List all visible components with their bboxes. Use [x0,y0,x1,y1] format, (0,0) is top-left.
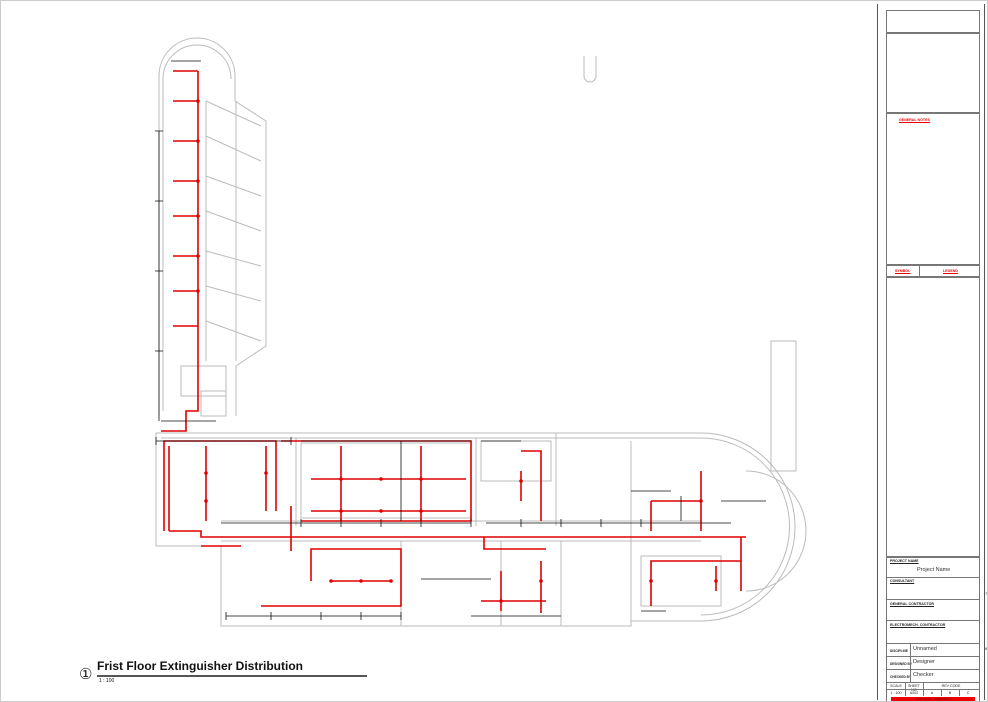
project-name-label: PROJECT NAME [890,559,919,563]
general-notes-label: GENERAL NOTES [899,118,930,122]
view-number: ① [79,666,93,683]
discipline-label: DISCIPLINE [890,649,908,653]
dimension-lines [155,60,766,620]
scale-value: 1 : 100 [890,691,902,695]
checked-by-label: CHECKED BY [890,675,912,679]
rev-code-b: B [948,691,952,695]
consultant-label: CONSULTANT [890,579,915,583]
symbol-legend-header: SYMBOL LEGEND [886,264,980,278]
sheet-no: A002 [909,691,919,695]
legend-box [886,276,980,558]
electromech-contractor-label: ELECTROMECH. CONTRACTOR [890,623,946,627]
view-scale: 1 : 100 [99,678,115,684]
sheet-no-label: SHEET NO [908,684,920,692]
designed-by-label: DESIGNED BY [890,662,912,666]
title-underline [97,675,367,677]
view-title: Frist Floor Extinguisher Distribution [97,659,304,673]
symbol-label: SYMBOL [895,269,911,273]
designed-by: Designer [913,659,936,665]
general-notes-box: GENERAL NOTES [886,112,980,266]
footer-band: SIDE TEAM - SHEETECH [891,697,975,701]
rev-code-c: C [966,691,970,695]
discipline: Unnamed [913,646,937,652]
rev-code-label: REV CODE [941,684,961,688]
general-contractor-label: GENERAL CONTRACTOR [890,602,934,606]
scale-label: SCALE [890,684,902,688]
grid-mark-7: 7 [985,591,988,596]
extinguisher-points [196,99,718,603]
floor-plan [155,37,807,627]
divider [919,265,920,277]
checked-by: Checker [913,672,934,678]
grid-mark-8: 8 [985,646,988,651]
extinguisher-pipes [161,70,746,613]
logo-box [886,10,980,34]
legend-label: LEGEND [943,269,958,273]
rev-code-a: A [930,691,934,695]
project-name: Project Name [917,567,951,573]
blank-box [886,32,980,114]
project-info: PROJECT NAME Project Name CONSULTANT GEN… [886,556,980,701]
title-block: GENERAL NOTES SYMBOL LEGEND PROJECT NAME… [877,4,985,701]
